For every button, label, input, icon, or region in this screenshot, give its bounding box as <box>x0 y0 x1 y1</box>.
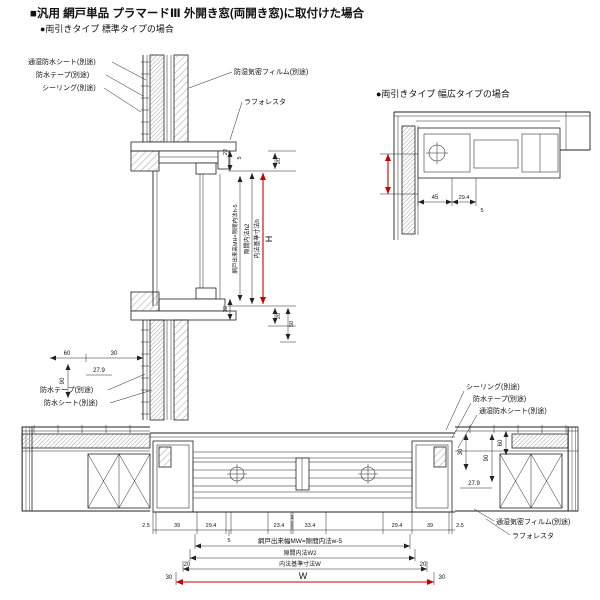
label-vapor-film: 通湿気密フィルム(別途) <box>496 517 570 526</box>
dim-2-5-right: 2.5 <box>456 523 464 529</box>
dim-clearance-width: 隙間内法W2 <box>283 549 317 557</box>
dim-wall-279: 27.9 <box>468 481 480 487</box>
label-moisture-sheet: 通湿防水シート(別途) <box>479 406 547 415</box>
dim-20-right: 20 <box>420 562 427 568</box>
dim-29-4: 29.4 <box>459 195 470 201</box>
wide-type-detail: ●両引きタイプ 幅広タイプの場合 <box>376 88 591 240</box>
dim-5: 5 <box>480 208 483 214</box>
label-laforesta: ラフォレスタ <box>244 97 286 106</box>
dim-5-top: 5 <box>237 156 243 159</box>
wide-detail-linework <box>393 111 591 240</box>
plan-section: 2.5 39 29.4 5 23.4 1 33.4 29.4 39 2.5 網戸… <box>21 382 579 585</box>
dim-wall-279: 27.9 <box>93 368 105 374</box>
wall-top-linework <box>141 54 189 143</box>
dim-39-right: 39 <box>427 523 433 529</box>
dim-20-left: 20 <box>184 562 191 568</box>
dim-wall-60: 60 <box>64 351 71 357</box>
wall-dimension-lines <box>50 354 143 398</box>
dim-39-left: 39 <box>174 523 180 529</box>
plan-dimension-texts: 2.5 39 29.4 5 23.4 1 33.4 29.4 39 2.5 網戸… <box>142 439 504 581</box>
dim-2-5-left: 2.5 <box>142 523 150 529</box>
dim-30-left: 30 <box>166 575 173 581</box>
head-frame-profile <box>130 141 237 175</box>
right-wall-linework <box>455 425 579 512</box>
sill-frame-profile <box>130 287 237 321</box>
plan-dimension-lines <box>152 431 509 585</box>
dim-20-top: 20 <box>276 158 282 164</box>
dim-23-4: 23.4 <box>274 523 285 529</box>
dim-wall-30: 30 <box>458 448 464 455</box>
dim-wall-60: 60 <box>498 439 504 446</box>
header: ■汎用 網戸単品 プラマードⅢ 外開き窓(両開き窓)に取付けた場合 ●両引きタイ… <box>30 6 365 34</box>
dim-clearance-height: 隙間内法h2 <box>243 223 251 254</box>
dim-wall-90: 90 <box>484 454 490 461</box>
dim-screen-width: 網戸出来幅MW=隙間内法w-5 <box>258 536 343 545</box>
vertical-dimension-lines <box>227 150 296 343</box>
label-moisture-sheet: 通湿防水シート(別途) <box>28 57 96 66</box>
vertical-dimension-texts: 22 5 20 網戸出来高MH=隙間内法h-5 隙間内法h2 内法基準寸法h H… <box>60 149 295 384</box>
left-wall-linework <box>21 425 151 512</box>
dim-standard-width: 内法基準寸法W <box>279 560 321 568</box>
dim-29-4-right: 29.4 <box>392 523 403 529</box>
dim-screen-height: 網戸出来高MH=隙間内法h-5 <box>231 204 239 273</box>
label-sealing: シーリング(別途) <box>466 382 520 391</box>
label-water-tape-bottom: 防水テープ(別途) <box>40 385 93 394</box>
dim-wall-30: 30 <box>111 351 118 357</box>
wide-type-heading: ●両引きタイプ 幅広タイプの場合 <box>376 88 510 99</box>
label-vapor-film: 防湿気密フィルム(別途) <box>234 67 308 76</box>
dim-22-top: 22 <box>223 149 229 155</box>
page-subtitle: ●両引きタイプ 標準タイプの場合 <box>40 23 174 34</box>
dim-45: 45 <box>432 195 439 201</box>
label-water-tape: 防水テープ(別途) <box>36 70 89 79</box>
label-water-sheet-bottom: 防水シート(別途) <box>44 398 98 407</box>
dim-22-bottom: 22 <box>223 306 229 312</box>
dim-overall-height: H <box>264 236 274 243</box>
dim-5-left: 5 <box>227 538 230 544</box>
opening-plane-lines <box>152 171 221 306</box>
plan-labels: シーリング(別途) 防水テープ(別途) 通湿防水シート(別途) 通湿気密フィルム… <box>445 382 570 540</box>
page-title: ■汎用 網戸単品 プラマードⅢ 外開き窓(両開き窓)に取付けた場合 <box>30 6 365 20</box>
vertical-section: 22 5 20 網戸出来高MH=隙間内法h-5 隙間内法h2 内法基準寸法h H… <box>28 54 308 421</box>
dim-33-4: 33.4 <box>305 523 316 529</box>
wide-detail-dimensions: 45 29.4 5 <box>380 153 484 214</box>
vertical-section-labels: 通湿防水シート(別途) 防水テープ(別途) シーリング(別途) 防湿気密フィルム… <box>28 57 308 407</box>
dim-29-4-left: 29.4 <box>206 523 217 529</box>
dim-50: 50 <box>289 321 295 327</box>
label-sealing: シーリング(別途) <box>42 83 96 92</box>
dim-20-bottom: 20 <box>276 313 282 319</box>
dim-standard-height: 内法基準寸法h <box>253 219 261 258</box>
label-water-tape: 防水テープ(別途) <box>473 394 526 403</box>
dim-1: 1 <box>290 515 293 521</box>
wall-bottom-linework <box>141 319 189 421</box>
dim-30-right: 30 <box>439 575 446 581</box>
frame-linework <box>150 432 455 513</box>
dim-wall-90: 90 <box>60 377 66 384</box>
label-laforesta: ラフォレスタ <box>512 531 554 540</box>
dim-overall-width: W <box>299 571 308 581</box>
